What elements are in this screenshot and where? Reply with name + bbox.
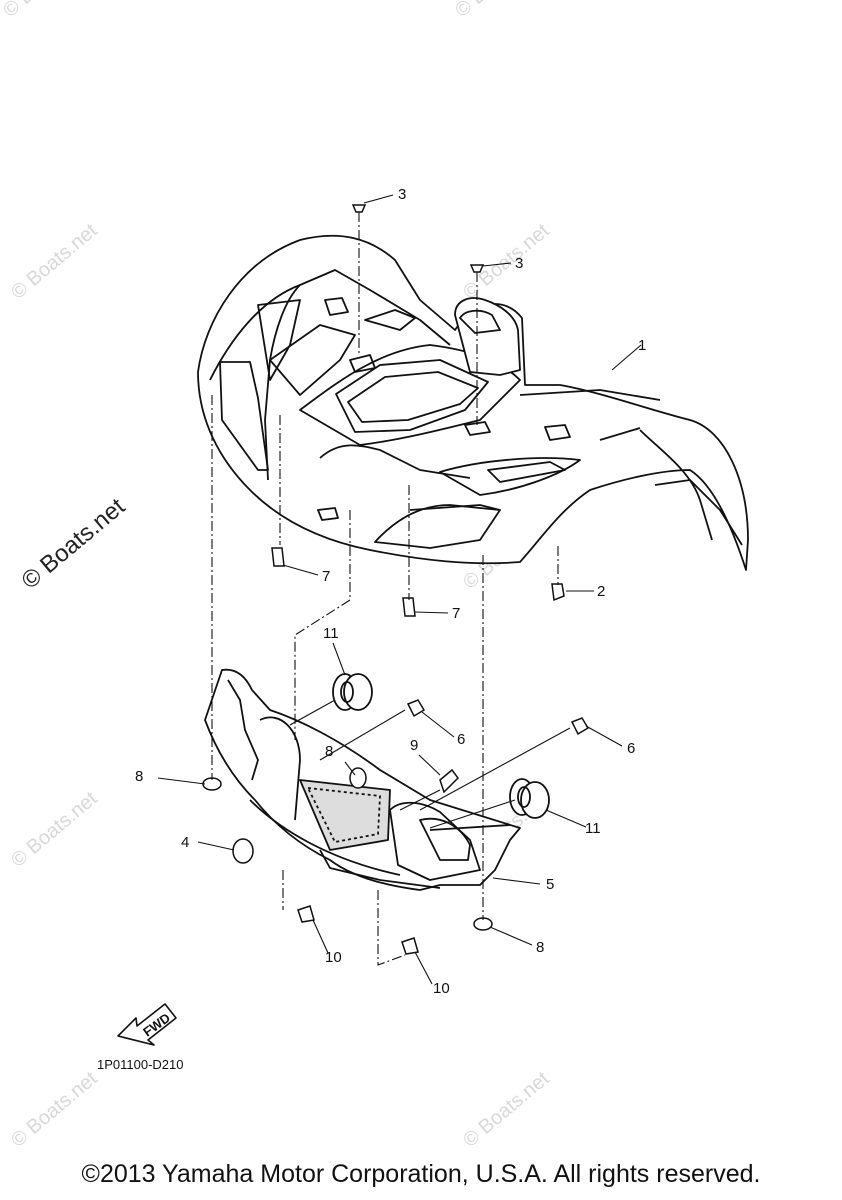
- fwd-arrow-icon: FWD: [117, 1003, 177, 1046]
- faint-watermarks: © Boats.net © Boats.net © Boats.net © Bo…: [0, 0, 554, 1152]
- watermark-main: © Boats.net: [17, 493, 131, 595]
- callout-8: 8: [135, 768, 143, 785]
- callout-10: 10: [325, 949, 342, 966]
- screw-part-3: [351, 204, 485, 273]
- callout-2: 2: [597, 583, 605, 600]
- watermark-text: © Boats.net: [459, 1067, 554, 1151]
- callout-10: 10: [433, 980, 450, 997]
- bolt-part-10: [297, 905, 419, 955]
- callout-3: 3: [398, 186, 406, 203]
- rivet-part-9: [439, 768, 459, 794]
- callout-1: 1: [638, 337, 646, 354]
- assembly-lines: [211, 212, 559, 966]
- callout-8: 8: [536, 939, 544, 956]
- grommet-part-11: [332, 673, 550, 819]
- bolt-part-2: [551, 583, 565, 602]
- leader-lines: [157, 194, 642, 985]
- callout-6: 6: [627, 740, 635, 757]
- bolt-part-6: [406, 699, 590, 736]
- callout-5: 5: [546, 876, 554, 893]
- watermark-text: © Boats.net: [451, 0, 546, 22]
- watermark-text: © Boats.net: [7, 219, 102, 303]
- watermark-text: © Boats.net: [7, 1067, 102, 1151]
- callout-11: 11: [323, 625, 339, 642]
- front-fender-part-1: [197, 234, 749, 571]
- callout-3: 3: [515, 255, 523, 272]
- callout-9: 9: [410, 737, 418, 754]
- callout-11: 11: [585, 820, 601, 837]
- callout-7: 7: [322, 568, 330, 585]
- copyright-notice: ©2013 Yamaha Motor Corporation, U.S.A. A…: [81, 1160, 761, 1188]
- watermark-text: © Boats.net: [7, 787, 102, 871]
- callout-4: 4: [181, 834, 189, 851]
- diagram-code: 1P01100-D210: [97, 1057, 184, 1072]
- plug-part-4: [232, 838, 254, 864]
- callout-7: 7: [452, 605, 460, 622]
- clip-nut-part-7: [271, 547, 416, 617]
- callout-8: 8: [325, 743, 333, 760]
- callout-6: 6: [457, 731, 465, 748]
- alignment-lines: [289, 699, 571, 829]
- callout-labels: 3 3 1 2 7 7 11 6 6 8 9 8 4 11 5 8 10 10: [135, 186, 646, 997]
- watermark-text: © Boats.net: [459, 219, 554, 303]
- watermark-text: © Boats.net: [0, 0, 94, 22]
